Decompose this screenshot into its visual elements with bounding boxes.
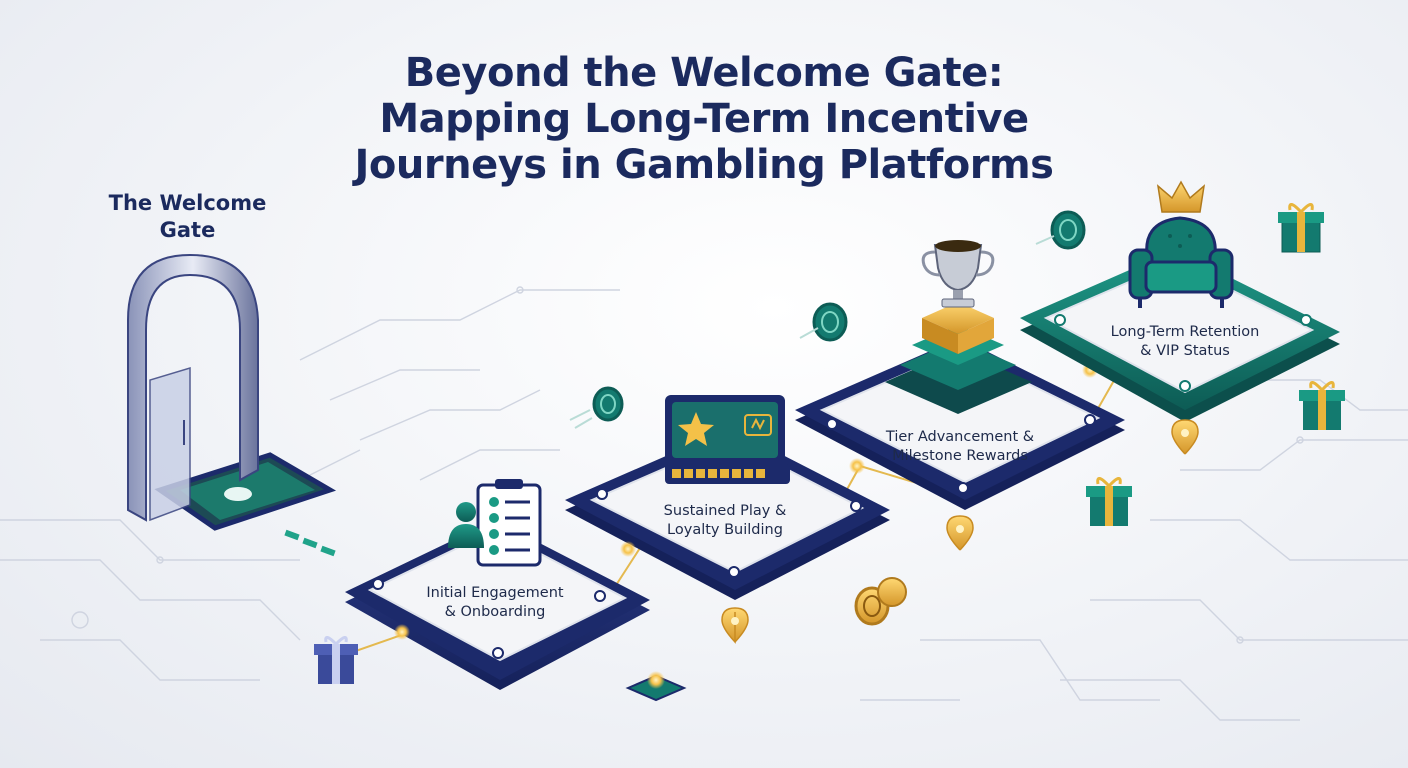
- stage-label-line-2: Loyalty Building: [667, 522, 783, 538]
- gate-label-line-2: Gate: [159, 218, 216, 242]
- chip-coin-icon: [1035, 210, 1086, 250]
- welcome-gate-label: The Welcome Gate: [95, 190, 280, 244]
- stage-1-platform: [345, 520, 650, 690]
- vip-armchair-icon: [1128, 216, 1234, 308]
- location-pin-icon: [946, 515, 974, 551]
- chip-coin-icon: [569, 386, 624, 429]
- title-line-3: Journeys in Gambling Platforms: [354, 142, 1054, 188]
- stage-4-platform: [1020, 250, 1340, 422]
- gift-icon: [314, 636, 358, 684]
- stage-label-line-1: Tier Advancement &: [885, 429, 1035, 445]
- stage-2-label: Sustained Play & Loyalty Building: [625, 502, 825, 540]
- trophy-icon: [921, 240, 995, 308]
- chip-coin-icon: [625, 671, 687, 702]
- location-pin-icon: [721, 607, 749, 644]
- title-line-1: Beyond the Welcome Gate:: [404, 50, 1004, 96]
- gate-arch-icon: [127, 253, 259, 522]
- location-pin-icon: [1171, 419, 1199, 455]
- podium-icon: [885, 302, 1032, 414]
- checklist-icon: [476, 479, 542, 567]
- crown-icon: [1156, 180, 1206, 213]
- stage-2-platform: [565, 428, 890, 600]
- stage-3-label: Tier Advancement & Milestone Rewards: [855, 428, 1065, 466]
- stage-label-line-1: Long-Term Retention: [1110, 324, 1260, 340]
- stage-label-line-1: Sustained Play &: [663, 503, 787, 519]
- title-line-2: Mapping Long-Term Incentive: [379, 96, 1029, 142]
- stage-label-line-2: & VIP Status: [1140, 343, 1230, 359]
- stage-label-line-1: Initial Engagement: [426, 585, 564, 601]
- chip-coin-icon: [854, 577, 907, 626]
- stage-label-line-2: Milestone Rewards: [892, 448, 1028, 464]
- loyalty-card-icon: [665, 395, 790, 484]
- stage-4-label: Long-Term Retention & VIP Status: [1090, 323, 1280, 361]
- welcome-gate: [127, 253, 337, 557]
- chip-coin-icon: [799, 302, 848, 342]
- gate-label-line-1: The Welcome: [108, 191, 267, 215]
- gift-icon: [1299, 381, 1345, 430]
- page-title: Beyond the Welcome Gate: Mapping Long-Te…: [0, 50, 1408, 188]
- person-icon: [448, 502, 484, 548]
- gift-icon: [1278, 203, 1324, 253]
- stage-label-line-2: & Onboarding: [444, 604, 546, 620]
- star-icon: [678, 412, 714, 446]
- gate-path-lights: [284, 529, 336, 557]
- stage-1-label: Initial Engagement & Onboarding: [395, 584, 595, 622]
- gift-icon: [1086, 477, 1132, 526]
